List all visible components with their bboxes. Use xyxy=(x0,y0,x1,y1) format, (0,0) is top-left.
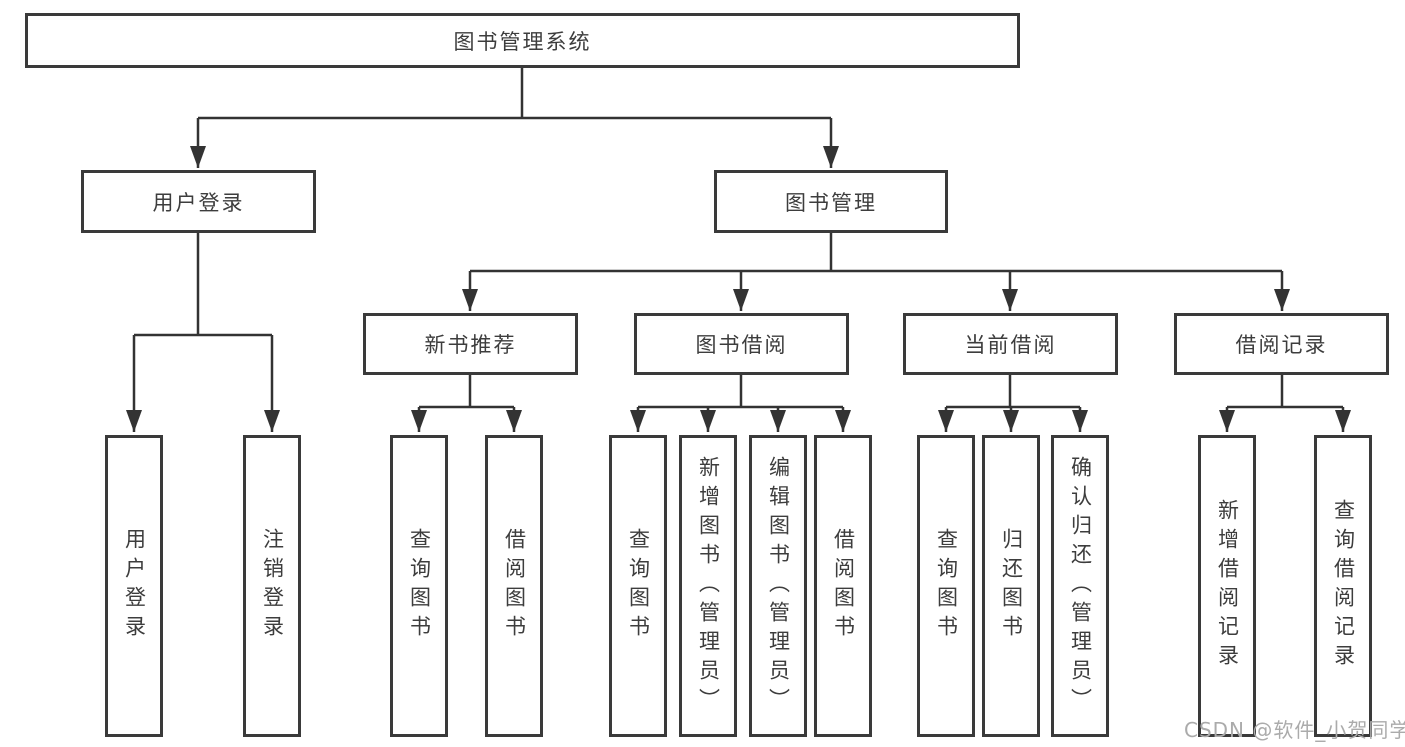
node-library-system-label: 图书管理系统 xyxy=(453,29,592,54)
leaf-user-login: 用户登录 xyxy=(105,435,163,737)
node-user-login: 用户登录 xyxy=(81,170,316,233)
leaf-current-return-books-label: 归还图书 xyxy=(999,528,1024,644)
leaf-records-query-record-label: 查询借阅记录 xyxy=(1331,499,1356,673)
leaf-borrowing-query-books-label: 查询图书 xyxy=(626,528,651,644)
leaf-current-return-books: 归还图书 xyxy=(982,435,1040,737)
node-book-borrowing-label: 图书借阅 xyxy=(695,333,788,357)
connector-book-borrowing-branch xyxy=(630,375,851,432)
node-new-book-recommend-label: 新书推荐 xyxy=(424,333,517,357)
leaf-records-add-record-label: 新增借阅记录 xyxy=(1215,499,1240,673)
leaf-borrowing-query-books: 查询图书 xyxy=(609,435,667,737)
node-new-book-recommend: 新书推荐 xyxy=(363,313,578,375)
connector-user-login-branch xyxy=(126,233,280,432)
leaf-borrowing-edit-books-admin-label: 编辑图书（管理员） xyxy=(766,455,791,717)
connector-book-management-branch xyxy=(462,233,1290,311)
node-borrowing-records: 借阅记录 xyxy=(1174,313,1389,375)
node-borrowing-records-label: 借阅记录 xyxy=(1235,333,1328,357)
leaf-records-add-record: 新增借阅记录 xyxy=(1198,435,1256,737)
leaf-recommend-borrow-books: 借阅图书 xyxy=(485,435,543,737)
watermark: CSDN @软件_小贺同学 xyxy=(1184,718,1405,742)
connector-borrowing-records-branch xyxy=(1219,375,1351,432)
leaf-current-query-books: 查询图书 xyxy=(917,435,975,737)
leaf-current-query-books-label: 查询图书 xyxy=(934,528,959,644)
node-user-login-label: 用户登录 xyxy=(152,190,245,215)
leaf-borrowing-borrow-books: 借阅图书 xyxy=(814,435,872,737)
leaf-current-confirm-return-admin-label: 确认归还（管理员） xyxy=(1068,455,1093,717)
leaf-records-query-record: 查询借阅记录 xyxy=(1314,435,1372,737)
leaf-borrowing-borrow-books-label: 借阅图书 xyxy=(831,528,856,644)
leaf-recommend-query-books: 查询图书 xyxy=(390,435,448,737)
node-book-management-label: 图书管理 xyxy=(785,190,877,215)
node-current-borrowing: 当前借阅 xyxy=(903,313,1118,375)
leaf-logout: 注销登录 xyxy=(243,435,301,737)
node-book-management: 图书管理 xyxy=(714,170,948,233)
connector-new-book-recommend-branch xyxy=(411,375,522,432)
leaf-recommend-borrow-books-label: 借阅图书 xyxy=(502,528,527,644)
leaf-logout-label: 注销登录 xyxy=(260,528,285,644)
connector-root-branch xyxy=(190,68,839,168)
leaf-borrowing-add-books-admin: 新增图书（管理员） xyxy=(679,435,737,737)
leaf-borrowing-add-books-admin-label: 新增图书（管理员） xyxy=(696,455,721,717)
leaf-current-confirm-return-admin: 确认归还（管理员） xyxy=(1051,435,1109,737)
leaf-borrowing-edit-books-admin: 编辑图书（管理员） xyxy=(749,435,807,737)
connector-current-borrowing-branch xyxy=(938,375,1088,432)
node-book-borrowing: 图书借阅 xyxy=(634,313,849,375)
node-current-borrowing-label: 当前借阅 xyxy=(964,333,1057,357)
leaf-user-login-label: 用户登录 xyxy=(122,528,147,644)
leaf-recommend-query-books-label: 查询图书 xyxy=(407,528,432,644)
node-library-system: 图书管理系统 xyxy=(25,13,1020,68)
